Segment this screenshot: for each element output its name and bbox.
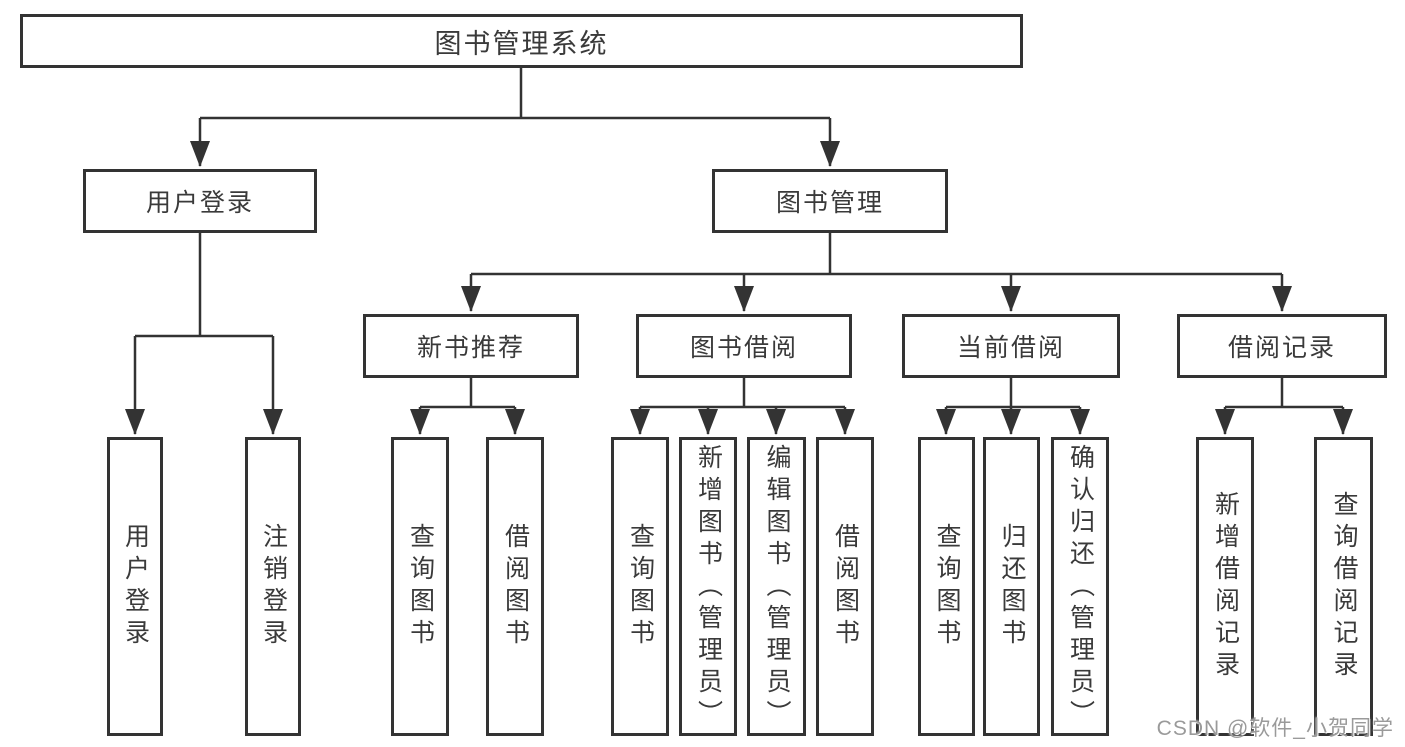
connector-new-book-split	[410, 378, 525, 435]
connector-borrow-records-split	[1215, 378, 1353, 435]
leaf-query-books-recommend: 查询图书	[391, 437, 449, 736]
leaf-query-books-current: 查询图书	[918, 437, 975, 736]
node-borrowing-records: 借阅记录	[1177, 314, 1387, 378]
connector-current-borrowing-split	[936, 378, 1090, 435]
leaf-edit-books-admin: 编辑图书（管理员）	[747, 437, 806, 736]
leaf-query-borrow-record: 查询借阅记录	[1314, 437, 1373, 736]
leaf-borrow-books-borrowing: 借阅图书	[816, 437, 874, 736]
leaf-user-login: 用户登录	[107, 437, 163, 736]
node-book-borrowing: 图书借阅	[636, 314, 852, 378]
connector-root-split	[190, 68, 840, 167]
connector-book-borrowing-split	[630, 378, 855, 435]
leaf-borrow-books-recommend: 借阅图书	[486, 437, 544, 736]
leaf-add-books-admin: 新增图书（管理员）	[679, 437, 737, 736]
node-library-management-system: 图书管理系统	[20, 14, 1023, 68]
leaf-add-borrow-record: 新增借阅记录	[1196, 437, 1254, 736]
watermark: CSDN @软件_小贺同学	[1156, 717, 1394, 740]
node-book-management: 图书管理	[712, 169, 948, 233]
node-new-book-recommendation: 新书推荐	[363, 314, 579, 378]
connector-user-login-split	[125, 233, 283, 435]
leaf-return-books: 归还图书	[983, 437, 1040, 736]
node-current-borrowing: 当前借阅	[902, 314, 1120, 378]
connector-book-management-split	[461, 233, 1292, 312]
leaf-confirm-return-admin: 确认归还（管理员）	[1051, 437, 1109, 736]
leaf-query-books-borrowing: 查询图书	[611, 437, 669, 736]
node-user-login: 用户登录	[83, 169, 317, 233]
leaf-logout: 注销登录	[245, 437, 301, 736]
